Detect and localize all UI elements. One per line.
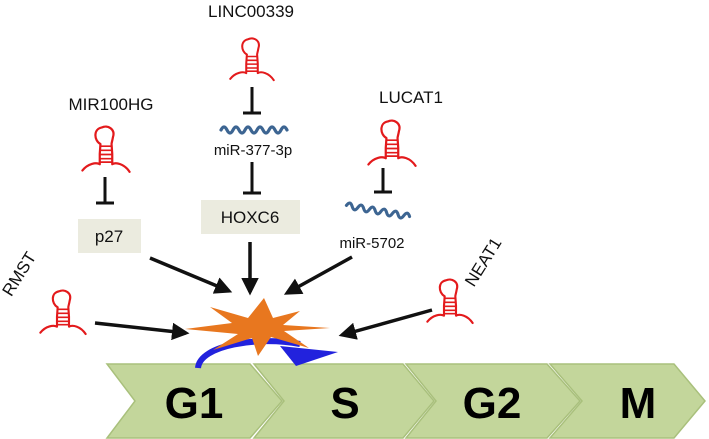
phase-s-label: S [330,379,359,428]
phase-s: S [252,363,435,439]
mir377-strand-icon [219,125,289,135]
mir377-label: miR-377-3p [214,142,292,159]
p27-label: p27 [95,227,123,246]
p27-box [78,219,141,253]
rmst-label: RMST [0,249,40,300]
linc00339-rna-icon [229,37,275,82]
phase-g2-label: G2 [463,379,522,428]
mir5702-strand-icon [344,200,412,222]
phase-g1: G1 [105,363,283,439]
lucat1-axis: LUCAT1 miR-5702 [283,88,443,295]
linc00339-label: LINC00339 [208,2,294,21]
rmst-rna-icon [39,289,87,336]
phase-m-label: M [620,379,657,428]
hoxc6-label: HOXC6 [221,208,280,227]
cell-cycle-phases: G1 S G2 M [105,363,706,439]
neat1-label: NEAT1 [461,234,505,289]
g1-s-transition-arrow [195,338,338,369]
phase-m: M [548,363,706,439]
lucat1-rna-icon [367,119,417,167]
hoxc6-box [201,200,300,234]
linc00339-axis: LINC00339 miR-377-3p HOXC6 [201,2,300,296]
proliferation-burst-icon [185,298,330,356]
mir100hg-label: MIR100HG [68,95,153,114]
lucat1-label: LUCAT1 [379,88,443,107]
phase-g1-label: G1 [165,379,224,428]
phase-g2: G2 [404,363,582,439]
mir100hg-axis: MIR100HG p27 [68,95,233,294]
mir5702-label: miR-5702 [339,235,404,252]
mir100hg-rna-icon [81,125,131,173]
neat1-rna-icon [426,278,474,325]
